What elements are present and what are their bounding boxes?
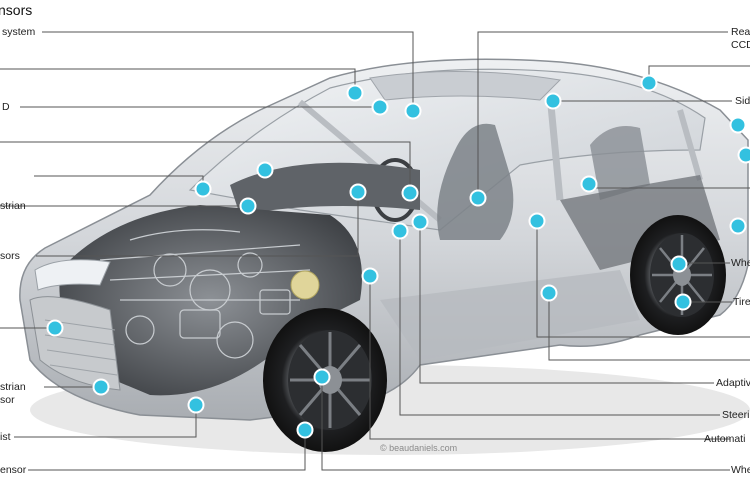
engine-details (99, 229, 311, 359)
sensor-marker (256, 161, 274, 179)
b-pillar (546, 94, 564, 201)
leader-l1 (42, 31, 414, 111)
strut-top (290, 270, 320, 300)
c-pillar (677, 109, 703, 181)
sensor-marker (729, 217, 747, 235)
sensor-marker (361, 267, 379, 285)
sunroof (369, 71, 562, 101)
label-left-6: sors (0, 250, 20, 262)
label-right-2: CCD (731, 39, 750, 51)
label-right-1: Rea (731, 26, 750, 38)
sensor-marker (544, 92, 562, 110)
leader-l4 (0, 141, 411, 193)
leader-r11 (369, 276, 730, 440)
sensor-marker (371, 98, 389, 116)
sensor-marker (313, 368, 331, 386)
label-right-5: Tire (733, 296, 750, 308)
sensor-marker (528, 212, 546, 230)
leader-r9 (419, 222, 714, 384)
image-credit: © beaudaniels.com (380, 443, 458, 453)
sensor-marker (404, 102, 422, 120)
leader-r2 (648, 65, 750, 83)
sensor-marker (540, 284, 558, 302)
label-left-9: sor (0, 394, 15, 406)
sensor-marker (469, 189, 487, 207)
label-right-4: Whe (731, 257, 750, 269)
leader-r1 (477, 31, 728, 198)
dashboard (230, 162, 420, 215)
sensor-marker (349, 183, 367, 201)
leader-r10 (399, 231, 720, 416)
leader-l11 (28, 430, 306, 471)
leader-r12 (321, 377, 730, 471)
sensor-marker (296, 421, 314, 439)
floor-pan (380, 270, 640, 360)
sensor-marker (239, 197, 257, 215)
sensor-marker (674, 293, 692, 311)
sensor-marker (401, 184, 419, 202)
sensor-marker (391, 222, 409, 240)
label-left-1: system (2, 26, 36, 38)
label-right-6: Adaptiv (716, 377, 750, 389)
sensor-marker (46, 319, 64, 337)
label-left-11: ensor (0, 464, 27, 476)
sensor-marker (346, 84, 364, 102)
leader-r7 (536, 221, 750, 338)
label-left-3: D (2, 101, 10, 113)
sensor-marker (194, 180, 212, 198)
sensor-marker (670, 255, 688, 273)
sensor-marker (187, 396, 205, 414)
sensor-marker (640, 74, 658, 92)
leader-r8 (548, 293, 750, 361)
label-left-8: strian (0, 381, 26, 393)
label-left-5: strian (0, 200, 26, 212)
sensor-marker (729, 116, 747, 134)
sensor-markers (46, 74, 750, 439)
label-left-10: ist (0, 431, 11, 443)
rear-wheel (630, 215, 726, 335)
front-seat (437, 123, 514, 240)
leader-l2 (0, 68, 356, 93)
headlight (34, 259, 111, 291)
sensor-marker (411, 213, 429, 231)
sensor-marker (92, 378, 110, 396)
leader-l7 (36, 192, 359, 257)
leader-l10 (14, 405, 197, 438)
label-right-3: Sid (735, 95, 750, 107)
label-right-8: Automati (704, 433, 746, 445)
sensor-marker (737, 146, 750, 164)
label-right-9: Whe (731, 464, 750, 476)
rear-seat (590, 126, 650, 200)
grille-slats (44, 319, 118, 376)
leader-l5 (34, 175, 204, 189)
sensor-marker (580, 175, 598, 193)
label-right-7: Steerin (722, 409, 750, 421)
diagram-title: nsors (0, 2, 33, 18)
